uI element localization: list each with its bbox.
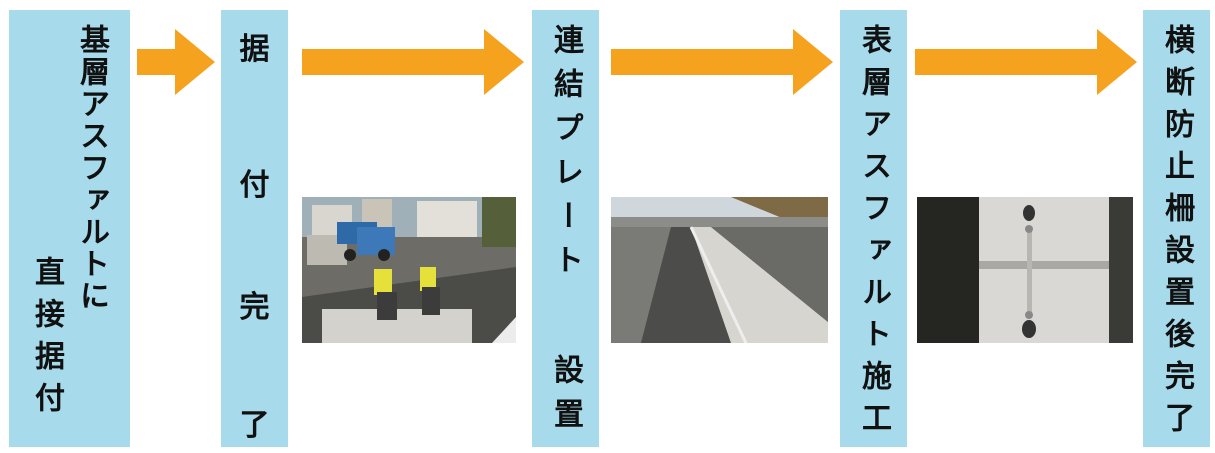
step-3-title-bottom: 設置 xyxy=(548,354,583,442)
step-5-box: 横断防止柵設置後完了 xyxy=(1143,10,1210,447)
arrow-2 xyxy=(302,29,524,95)
step-3-title-top: 連結プレート xyxy=(548,24,583,288)
step-1-title-col1: 基層アスファルトに xyxy=(74,24,109,312)
step-2-char-4: 了 xyxy=(239,408,270,443)
step-2-box: 据 付 完 了 xyxy=(221,10,288,447)
arrow-1 xyxy=(137,29,215,95)
photo-2-barrier-row-road xyxy=(611,197,828,343)
step-4-box: 表層アスファルト施工 xyxy=(840,10,907,447)
step-2-char-1: 据 xyxy=(239,32,270,67)
step-3-box: 連結プレート 設置 xyxy=(532,10,599,447)
step-1-box: 基層アスファルトに 直接据付 xyxy=(9,10,130,447)
step-2-char-2: 付 xyxy=(239,168,270,203)
step-4-title: 表層アスファルト施工 xyxy=(856,24,891,444)
step-2-char-3: 完 xyxy=(239,290,270,325)
arrow-3 xyxy=(611,29,833,95)
step-1-title-col2: 直接据付 xyxy=(29,256,64,424)
photo-3-connection-plate xyxy=(917,197,1133,343)
step-5-title: 横断防止柵設置後完了 xyxy=(1159,24,1194,444)
arrow-4 xyxy=(915,29,1137,95)
photo-1-workers-installing-barrier xyxy=(302,197,516,343)
